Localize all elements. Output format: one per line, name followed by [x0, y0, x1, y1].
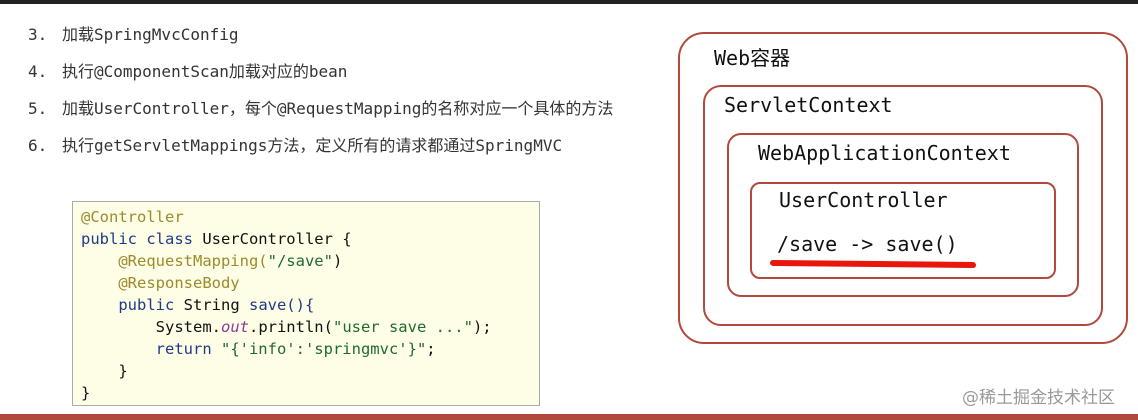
servlet-context-box	[703, 85, 1103, 326]
code-line: }	[81, 362, 128, 380]
bottom-bar	[0, 414, 1138, 420]
step-text: 加载UserController，每个@RequestMapping的名称对应一…	[62, 99, 614, 118]
step-4: 4. 执行@ComponentScan加载对应的bean	[28, 58, 347, 82]
code-block: @Controller public class UserController …	[72, 201, 540, 406]
step-number: 6.	[28, 136, 48, 155]
code-token: UserController {	[192, 230, 352, 248]
step-text: 执行getServletMappings方法，定义所有的请求都通过SpringM…	[62, 136, 563, 155]
user-controller-label: UserController	[779, 188, 948, 212]
code-line: }	[81, 384, 91, 402]
step-number: 4.	[28, 62, 48, 81]
code-token: out	[220, 318, 249, 336]
code-token: System.	[81, 318, 221, 336]
step-text: 加载SpringMvcConfig	[62, 25, 239, 44]
code-line: @Controller	[81, 208, 184, 226]
code-token: save(){	[248, 296, 315, 314]
code-line: @ResponseBody	[81, 274, 240, 292]
mapping-label: /save -> save()	[777, 232, 958, 256]
step-number: 3.	[28, 25, 48, 44]
web-container-box	[678, 32, 1128, 344]
user-controller-box	[750, 182, 1056, 279]
web-app-context-box	[727, 133, 1079, 297]
step-3: 3. 加载SpringMvcConfig	[28, 21, 239, 45]
watermark: @稀土掘金技术社区	[962, 388, 1115, 408]
code-token: public class	[81, 230, 193, 248]
code-token: "{'info':'springmvc'}"	[220, 340, 427, 358]
code-token: )	[332, 252, 343, 270]
step-5: 5. 加载UserController，每个@RequestMapping的名称对…	[28, 95, 613, 119]
web-app-context-label: WebApplicationContext	[758, 141, 1011, 165]
step-text: 执行@ComponentScan加载对应的bean	[62, 62, 348, 81]
code-token: @RequestMapping(	[81, 252, 268, 270]
code-token: ;	[426, 340, 436, 358]
code-token: .println(	[248, 318, 333, 336]
code-token: );	[472, 318, 492, 336]
servlet-context-label: ServletContext	[724, 93, 893, 117]
step-number: 5.	[28, 99, 48, 118]
code-token: "/save"	[267, 252, 333, 270]
web-container-label: Web容器	[714, 46, 791, 70]
code-token: "user save ..."	[332, 318, 473, 336]
top-border	[0, 0, 1138, 4]
code-token: String	[174, 296, 249, 314]
code-token: return	[81, 340, 221, 358]
code-token: public	[81, 296, 175, 314]
step-6: 6. 执行getServletMappings方法，定义所有的请求都通过Sprin…	[28, 132, 562, 156]
